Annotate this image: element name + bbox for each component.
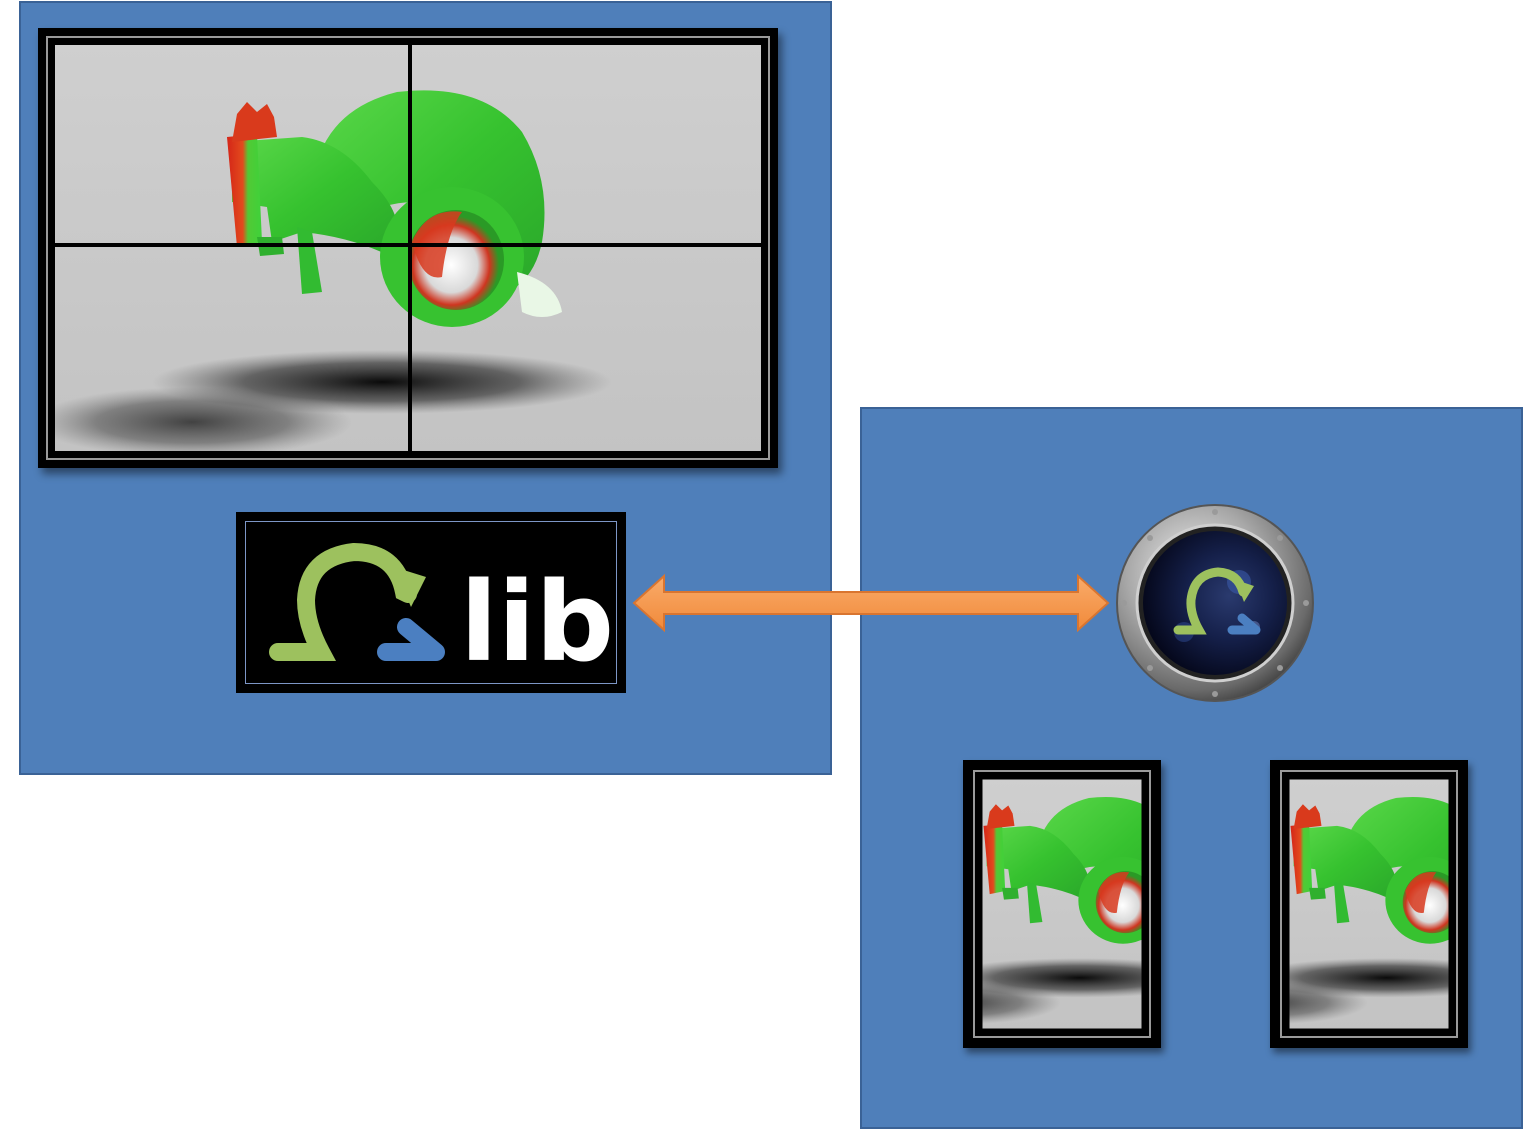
logo-text: lib [460,558,614,686]
omega-porthole-icon [1116,504,1314,702]
omega-lib-logo: lib [236,512,626,693]
display-wall-2x2-icon [38,28,778,468]
display-wall-screen [52,42,764,454]
single-display-icon [1270,760,1468,1048]
double-headed-arrow-icon [632,573,1110,633]
single-display-icon [963,760,1161,1048]
